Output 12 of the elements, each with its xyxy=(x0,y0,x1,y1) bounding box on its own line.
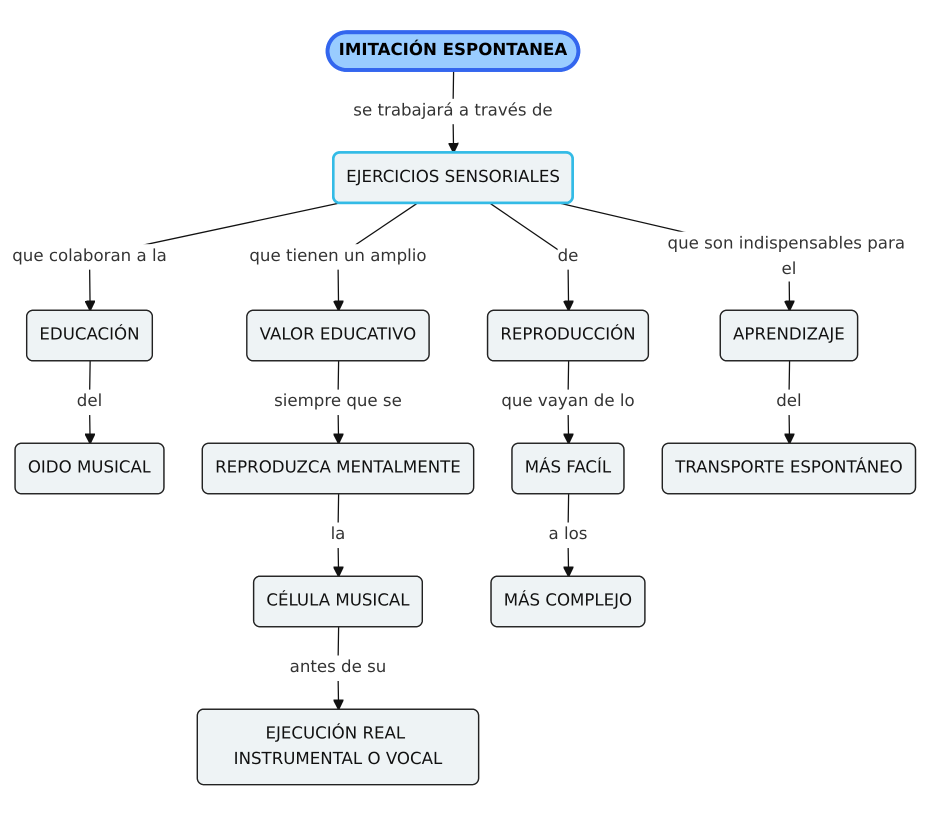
edge-label: que son indispensables para el xyxy=(668,234,906,278)
edge-label: de xyxy=(558,246,578,266)
edge-label: que tienen un amplio xyxy=(249,246,427,266)
edge-label: antes de su xyxy=(290,658,386,678)
edge-label: del xyxy=(76,392,102,412)
edge-label: la xyxy=(330,525,346,544)
edge-label: se trabajará a través de xyxy=(353,101,553,121)
edge-label: del xyxy=(776,392,802,412)
edge-label: siempre que se xyxy=(274,392,402,412)
edge-label: a los xyxy=(548,525,588,544)
edge-label: que colaboran a la xyxy=(12,246,167,266)
edge-label: que vayan de lo xyxy=(501,392,635,412)
